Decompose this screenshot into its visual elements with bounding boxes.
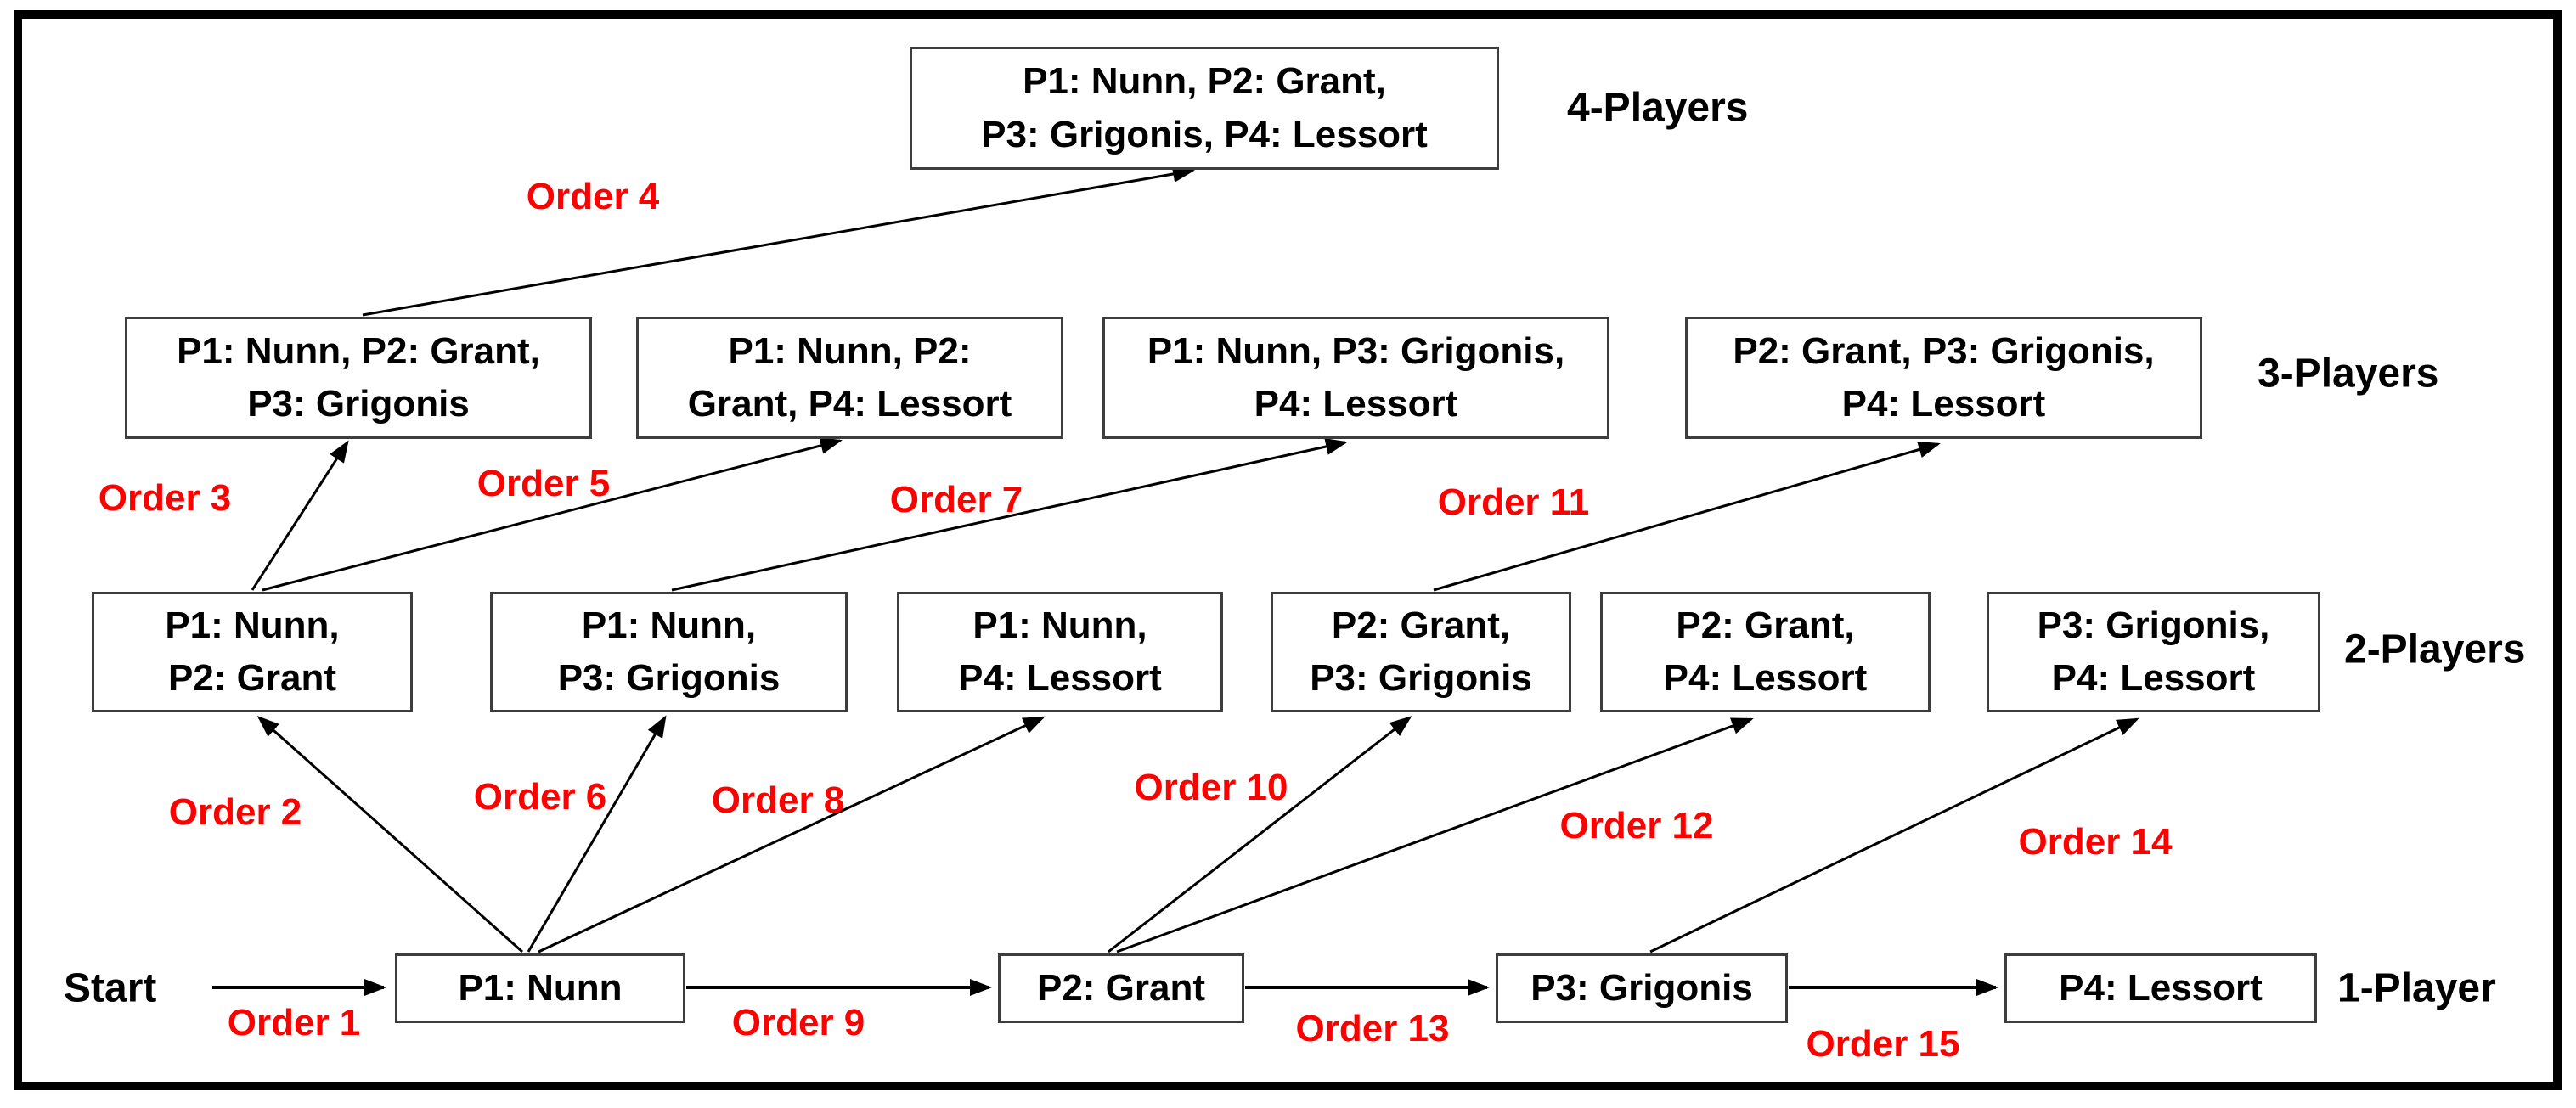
node-p1p2p4: P1: Nunn, P2: Grant, P4: Lessort: [636, 317, 1063, 439]
node-p2p3: P2: Grant, P3: Grigonis: [1271, 592, 1571, 712]
node-p1p2p3p4: P1: Nunn, P2: Grant, P3: Grigonis, P4: L…: [910, 47, 1499, 170]
arrow-order-5: [262, 437, 843, 592]
node-p2p3p4: P2: Grant, P3: Grigonis, P4: Lessort: [1685, 317, 2202, 439]
arrow-order-14: [1649, 717, 2139, 953]
arrow-order-8: [538, 716, 1046, 953]
node-p2p4: P2: Grant, P4: Lessort: [1600, 592, 1931, 712]
outer-frame: [14, 10, 2562, 1090]
node-p1p3p4: P1: Nunn, P3: Grigonis, P4: Lessort: [1102, 317, 1609, 439]
arrow-order-6: [527, 715, 667, 953]
order-label-12: Order 12: [1559, 805, 1714, 846]
arrow-order-11: [1433, 441, 1941, 592]
order-label-4: Order 4: [526, 176, 660, 217]
node-p1p4: P1: Nunn, P4: Lessort: [897, 592, 1223, 712]
node-p1p2: P1: Nunn, P2: Grant: [92, 592, 413, 712]
level-label-1-player: 1-Player: [2337, 965, 2496, 1011]
order-label-8: Order 8: [711, 779, 845, 821]
node-p1p3: P1: Nunn, P3: Grigonis: [490, 592, 848, 712]
order-label-7: Order 7: [889, 479, 1023, 520]
node-p1: P1: Nunn: [395, 953, 685, 1023]
node-p3p4: P3: Grigonis, P4: Lessort: [1987, 592, 2320, 712]
order-label-10: Order 10: [1134, 767, 1288, 808]
level-label-3-players: 3-Players: [2258, 351, 2439, 397]
order-label-2: Order 2: [168, 791, 302, 833]
arrow-order-4: [362, 166, 1195, 317]
order-label-15: Order 15: [1806, 1023, 1960, 1065]
order-label-14: Order 14: [2018, 821, 2173, 863]
level-label-4-players: 4-Players: [1567, 85, 1749, 131]
node-p3: P3: Grigonis: [1496, 953, 1788, 1023]
order-label-11: Order 11: [1437, 481, 1590, 523]
order-label-6: Order 6: [473, 776, 607, 818]
arrow-order-10: [1108, 716, 1412, 953]
order-label-3: Order 3: [98, 477, 232, 519]
arrow-order-12: [1116, 717, 1754, 953]
level-label-2-players: 2-Players: [2344, 627, 2526, 672]
order-label-5: Order 5: [476, 463, 611, 504]
order-label-1: Order 1: [227, 1002, 361, 1043]
start-label: Start: [64, 965, 157, 1011]
node-p4: P4: Lessort: [2004, 953, 2317, 1023]
arrow-order-3: [251, 440, 349, 591]
order-label-9: Order 9: [731, 1002, 865, 1043]
arrow-order-7: [671, 438, 1348, 592]
order-label-13: Order 13: [1295, 1008, 1450, 1049]
arrow-order-2: [256, 716, 523, 953]
node-p1p2p3: P1: Nunn, P2: Grant, P3: Grigonis: [125, 317, 592, 439]
node-p2: P2: Grant: [998, 953, 1244, 1023]
